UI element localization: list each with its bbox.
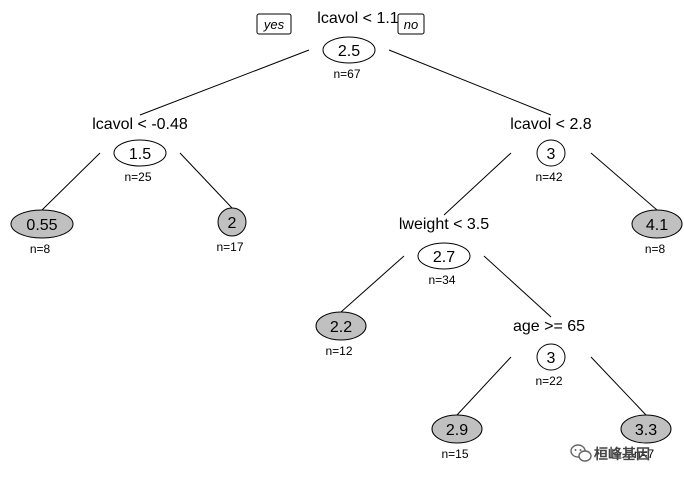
node-value: 2 [228,215,237,232]
leaf-ellipse [217,207,247,237]
node-value: 3 [547,350,556,367]
tree-node-left-right: 2 n=17 [216,207,247,254]
tree-node-right: lcavol < 2.8 3 n=42 [510,116,591,184]
tree-node-rl-right: age >= 65 3 n=22 [513,318,585,388]
split-label: lweight < 3.5 [399,216,489,233]
leaf-ellipse [10,209,74,239]
yes-tag: yes [256,13,292,35]
tree-edge [456,356,512,416]
tree-node-rl-left: 2.2 n=12 [315,311,367,358]
tree-node-rlr-right: 3.3 n=7 [620,414,672,461]
split-label: lcavol < -0.48 [92,116,188,133]
tree-node-left-left: 0.55 n=8 [10,209,74,256]
split-label: lcavol < 1.1 [317,10,398,27]
node-value: 0.55 [26,217,57,234]
leaf-ellipse [431,414,483,444]
node-value: 3.3 [635,422,657,439]
node-value: 2.7 [433,249,455,266]
node-count: n=15 [441,447,468,461]
split-label: age >= 65 [513,318,585,335]
node-count: n=17 [216,240,243,254]
node-value: 4.1 [646,217,668,234]
node-count: n=67 [333,67,360,81]
tree-edge [590,152,658,211]
no-tag: no [397,13,425,35]
leaf-ellipse [631,209,683,239]
node-count: n=34 [428,273,455,287]
tree-edge [41,152,101,211]
node-count: n=12 [325,344,352,358]
node-count: n=42 [535,170,562,184]
node-value: 1.5 [129,146,151,163]
node-ellipse [322,36,376,64]
split-label: lcavol < 2.8 [510,116,591,133]
tree-edge [443,152,512,216]
tree-edge [483,255,552,318]
yes-label: yes [263,17,285,32]
tree-edges [41,49,658,416]
node-count: n=22 [535,374,562,388]
node-count: n=8 [645,242,666,256]
node-count: n=8 [30,242,51,256]
node-value: 3 [547,146,556,163]
watermark-text: 桓峰基因 [594,446,650,462]
tree-node-right-right: 4.1 n=8 [631,209,683,256]
wechat-icon [570,444,592,462]
tree-edge [388,49,552,116]
tree-node-left: lcavol < -0.48 1.5 n=25 [92,116,188,184]
tree-node-rlr-left: 2.9 n=15 [431,414,483,461]
node-ellipse [417,242,471,270]
tree-node-root: lcavol < 1.1 2.5 n=67 [317,10,398,81]
tree-edge [179,152,233,209]
node-count: n=7 [634,447,655,461]
node-ellipse [536,139,566,167]
node-ellipse [536,343,566,371]
tree-nodes: lcavol < 1.1 2.5 n=67 lcavol < -0.48 1.5 n=25… [10,10,683,461]
tree-edge [340,255,405,313]
tree-edge [590,356,647,416]
node-value: 2.5 [338,43,360,60]
node-ellipse [113,139,167,167]
leaf-ellipse [315,311,367,341]
node-count: n=25 [124,170,151,184]
watermark: 桓峰基因 [570,444,650,462]
tree-edge [139,49,310,116]
leaf-ellipse [620,414,672,444]
node-value: 2.9 [446,422,468,439]
no-label: no [404,17,418,32]
tree-node-right-left: lweight < 3.5 2.7 n=34 [399,216,489,287]
node-value: 2.2 [330,319,352,336]
